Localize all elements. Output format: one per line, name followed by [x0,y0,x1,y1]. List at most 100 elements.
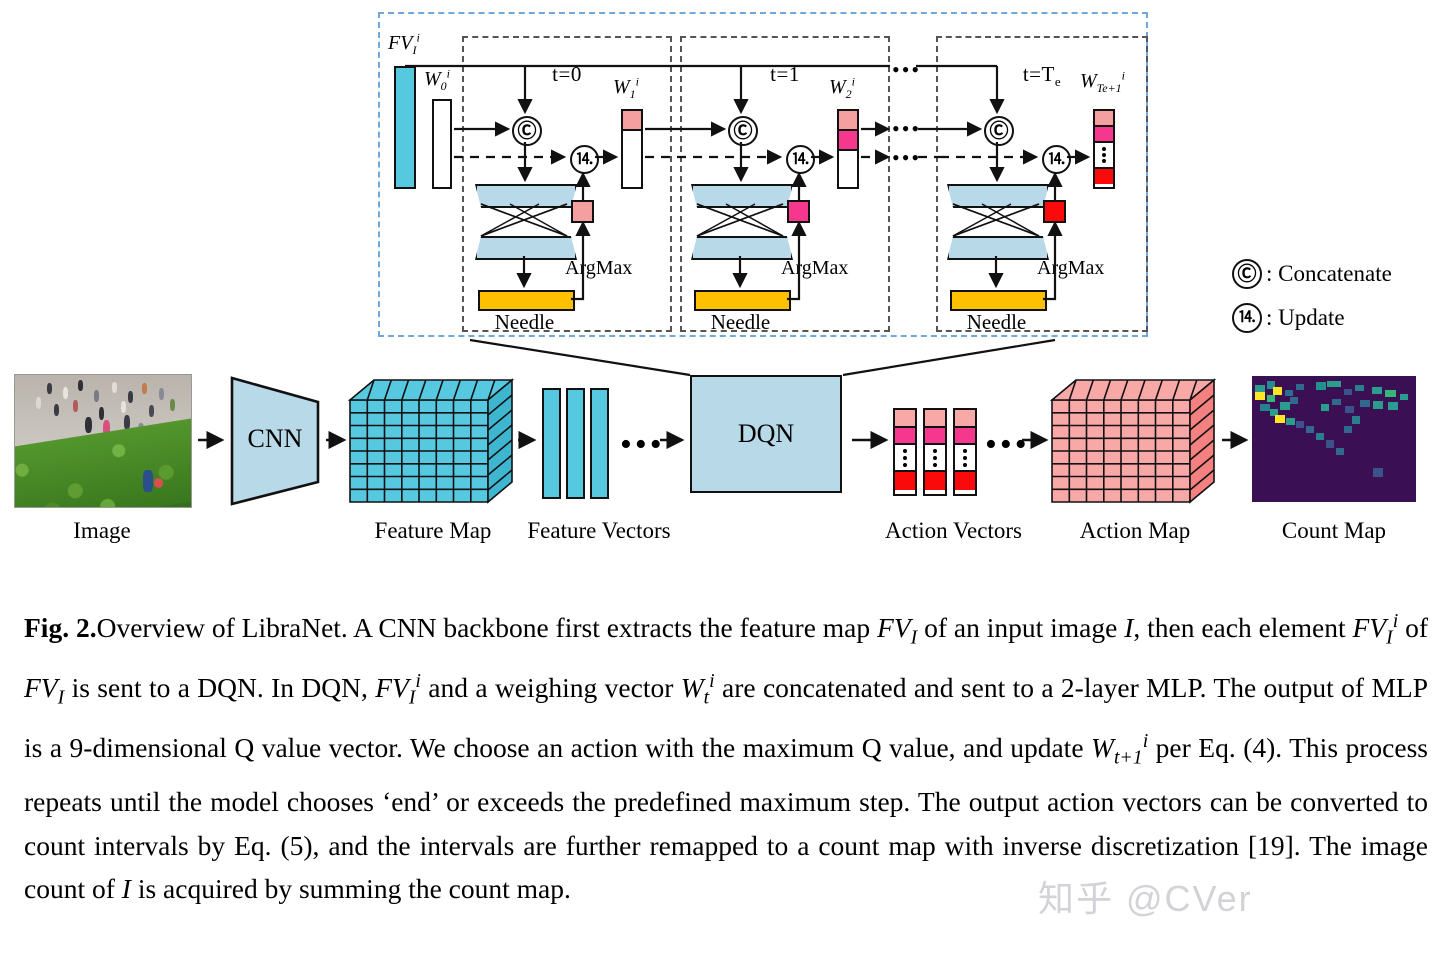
heat-px [1355,384,1364,392]
photo-person [124,414,131,430]
heat-px [1260,403,1271,412]
heat-px [1296,383,1305,390]
heat-px [1286,417,1295,426]
action-vector-cell [925,428,945,445]
stage-te-title-sub: e [1054,74,1062,90]
ellipsis-top: ••• [892,57,922,82]
photo-person [85,417,93,434]
heat-px [1306,426,1315,433]
ellipsis-mid: ••• [892,116,922,141]
heat-px [1325,440,1334,448]
legend-concatenate-text: : Concatenate [1266,261,1392,286]
mlp-layer1-t0 [475,184,577,208]
legend-item-concatenate: Ⓒ : Concatenate [1232,252,1442,296]
photo-person [111,381,117,393]
w2-bar [837,109,859,189]
action-vector-cell [895,410,915,428]
caption-part-0: Overview of LibraNet. A CNN backbone fir… [96,612,878,644]
input-feature-vector-bar [394,66,416,189]
heat-px [1384,389,1397,398]
heat-px [1332,398,1341,405]
w-te1-cell-last [1095,169,1113,184]
action-vector-cell [925,472,945,490]
stage-te-title-prefix: t=T [1022,62,1055,86]
photo-person [94,389,100,402]
concatenate-icon-t0: Ⓒ [512,116,542,146]
label-dqn: DQN [737,419,795,448]
heat-px [1255,392,1266,400]
heat-px [1335,447,1344,456]
legend-item-update: ⒕ : Update [1232,296,1442,340]
needle-label-te: Needle [966,310,1027,334]
argmax-q-box-te [1043,200,1066,223]
heat-px [1266,381,1275,389]
heat-px [1270,408,1279,417]
label-action-vectors: Action Vectors [885,518,1022,543]
photo-person [120,401,126,414]
stage-t0-title: t=0 [552,62,582,86]
photo-person [62,386,68,399]
heat-px [1371,387,1382,394]
mlp-layer1-t1 [691,184,793,208]
needle-bar-t0 [478,290,575,311]
caption-part-3: of [1398,612,1428,644]
action-vector-bar [953,408,977,496]
feature-map-cube [347,378,515,504]
heat-px [1266,394,1275,403]
heat-px [1273,387,1282,395]
action-map-cube [1049,378,1217,504]
caption-part-5: and a weighing vector [420,672,681,704]
action-vector-cell [895,428,915,445]
dqn-detail-panel: FVIi W0i t=0 Ⓒ ⒕ Needle ArgMax W1i t=1 Ⓒ… [378,12,1148,337]
action-vectors-ellipsis: ••• [985,426,1030,463]
heat-px [1274,415,1285,423]
math-i: I [1124,612,1134,644]
w2-cell-1 [839,131,857,151]
update-circle-icon: ⒕ [1232,303,1262,333]
action-vector-cell-dots [955,445,975,472]
math-w-t-i: Wti [680,670,715,709]
mlp-layer2-t0 [475,236,577,260]
needle-label-t0: Needle [494,310,555,334]
argmax-label-t1: ArgMax [781,257,849,279]
action-vector-cell [955,428,975,445]
w-te1-bar [1093,109,1115,189]
label-count-map: Count Map [1281,518,1387,543]
stage-t1-title: t=1 [770,62,800,86]
caption-part-8: is acquired by summing the count map. [130,873,571,905]
update-icon-t1: ⒕ [786,145,815,174]
caption-figure-id: Fig. 2. [24,612,97,644]
w2-label: W2i [829,74,856,101]
concatenate-circle-icon: Ⓒ [1232,259,1262,289]
photo-person [36,397,42,410]
feature-vectors-ellipsis: ••• [620,426,665,463]
action-vector-cell [895,472,915,490]
figure-caption: Fig. 2.Overview of LibraNet. A CNN backb… [24,600,1428,911]
ellipsis-bottom: ••• [892,145,922,170]
w-te1-cell-dots [1095,143,1113,169]
w0-label: W0i [424,66,451,93]
label-image: Image [73,518,131,543]
heat-px [1343,388,1353,395]
label-cnn: CNN [247,424,303,453]
heat-px [1399,393,1408,400]
photo-person [78,380,84,392]
needle-bar-t1 [694,290,791,311]
label-feature-map: Feature Map [374,518,492,543]
concatenate-icon-te: Ⓒ [984,116,1014,146]
argmax-q-box-t0 [571,200,594,223]
mlp-layer2-t1 [691,236,793,260]
action-vector-cell-dots [925,445,945,472]
input-feature-vector-label: FVIi [388,30,420,57]
feature-vector-bar [566,388,585,499]
stage-te-title: t=Te [938,62,1146,90]
heat-px [1315,382,1326,390]
photo-person [46,382,52,394]
photo-person [73,400,79,413]
heat-px [1388,402,1398,410]
heat-px [1284,389,1293,397]
math-fv-i: FVI [877,612,918,649]
caption-part-2: , then each element [1133,612,1353,644]
math-fv-i-2: FVI [24,672,65,709]
w2-cell-0 [839,111,857,131]
